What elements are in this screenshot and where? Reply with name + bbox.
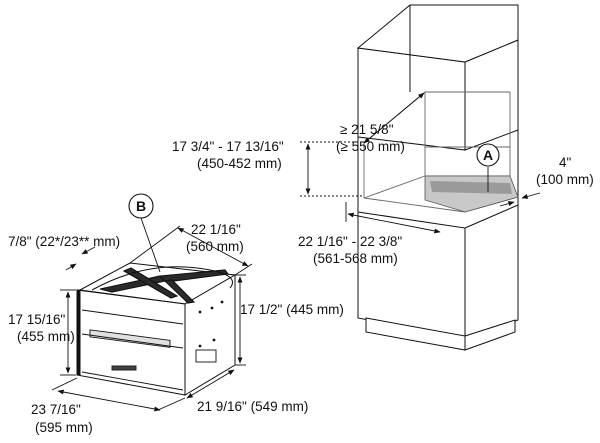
top-bracket-outline [91, 266, 233, 291]
dim-niche-width [345, 202, 441, 234]
vent-slot [430, 181, 512, 194]
label-front-width-1: 23 7/16" [31, 402, 81, 417]
label-front-height-2: (455 mm) [17, 329, 75, 344]
appliance-dim-lines [51, 225, 253, 412]
label-body-width-2: (560 mm) [186, 239, 244, 254]
cabinet-back-edges [357, 5, 519, 320]
callout-a-label: A [483, 147, 493, 163]
label-vent-gap-2: (100 mm) [536, 172, 594, 187]
cabinet-lower-side [464, 204, 519, 339]
top-bracket [99, 267, 230, 304]
cabinet-plinth-side [464, 319, 516, 351]
label-body-depth: 21 9/16" (549 mm) [197, 399, 308, 414]
callout-b-label: B [136, 198, 146, 214]
callout-a: A [476, 143, 500, 192]
label-niche-width-2: (561-568 mm) [313, 251, 398, 266]
label-front-panel-depth: 7/8" (22*/23** mm) [8, 234, 120, 249]
dim-vent-gap [499, 192, 541, 207]
callout-b: B [128, 193, 161, 273]
appliance-front-frame [76, 289, 81, 376]
label-niche-width-1: 22 1/16" - 22 3/8" [298, 234, 402, 249]
label-niche-depth-1: ≥ 21 5/8" [340, 122, 394, 137]
label-body-height: 17 1/2" (445 mm) [240, 302, 344, 317]
label-vent-gap-1: 4" [559, 155, 572, 170]
label-front-height-1: 17 15/16" [8, 312, 66, 327]
front-details [81, 309, 184, 391]
label-niche-height-1: 17 3/4" - 17 13/16" [172, 139, 284, 154]
side-mounting-holes [195, 300, 224, 363]
label-body-width-1: 22 1/16" [191, 222, 241, 237]
dim-niche-depth [363, 92, 425, 144]
label-niche-height-2: (450-452 mm) [197, 156, 282, 171]
control-strip [111, 365, 137, 371]
dim-niche-height [300, 141, 364, 197]
label-front-width-2: (595 mm) [35, 420, 93, 435]
label-niche-depth-2: (≥ 550 mm) [336, 139, 405, 154]
